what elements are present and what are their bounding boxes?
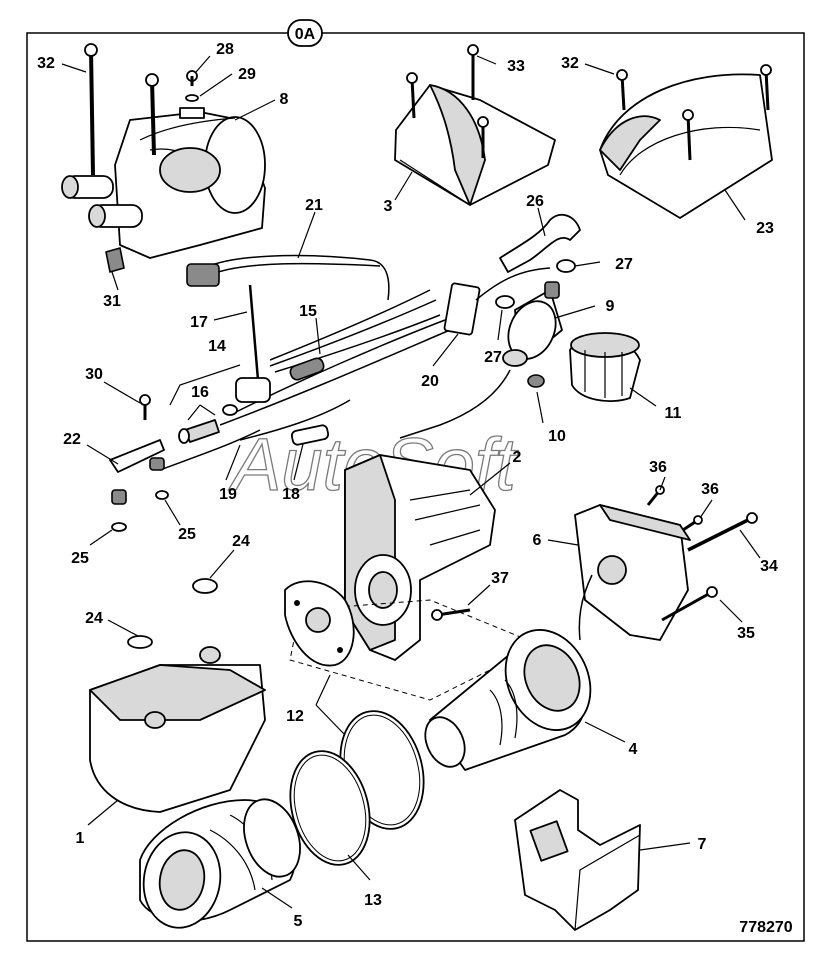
part-5-burner-insert xyxy=(139,798,301,929)
callout-29: 29 xyxy=(238,66,256,83)
callout-34: 34 xyxy=(760,558,778,575)
callout-18: 18 xyxy=(282,486,300,503)
diagram-frame xyxy=(26,32,805,942)
callout-12: 12 xyxy=(286,708,304,725)
callout-24-left: 24 xyxy=(85,610,103,627)
callout-17: 17 xyxy=(190,314,208,331)
group-badge: 0A xyxy=(287,19,323,47)
callout-11: 11 xyxy=(665,405,682,422)
callout-25-left: 25 xyxy=(71,550,89,567)
callout-33: 33 xyxy=(507,58,525,75)
callout-13: 13 xyxy=(364,892,382,909)
callout-19: 19 xyxy=(219,486,237,503)
callout-21: 21 xyxy=(305,197,323,214)
callout-27-mid: 27 xyxy=(484,349,502,366)
callout-28: 28 xyxy=(216,41,234,58)
callout-24-top: 24 xyxy=(232,533,250,550)
callout-23: 23 xyxy=(756,220,774,237)
callout-1: 1 xyxy=(76,830,85,847)
part-2-burner-block xyxy=(289,454,542,701)
part-1-heat-exchanger xyxy=(89,578,266,813)
callout-36-right: 36 xyxy=(701,481,719,498)
callout-36-left: 36 xyxy=(649,459,667,476)
leader-lines xyxy=(61,55,761,909)
callout-6: 6 xyxy=(533,532,542,549)
callout-15: 15 xyxy=(299,303,317,320)
callout-4: 4 xyxy=(629,741,638,758)
part-4-combustion-tube xyxy=(424,629,592,771)
callout-9: 9 xyxy=(606,298,615,315)
part-27-ring-a xyxy=(495,295,515,309)
part-37-screw xyxy=(431,608,471,621)
fastener-group-right xyxy=(646,485,758,622)
part-12-gasket-plate xyxy=(284,580,355,667)
part-10-grommet xyxy=(527,374,545,388)
callout-14: 14 xyxy=(208,338,226,355)
fastener-group-top-left xyxy=(84,43,199,176)
part-11-filter-basket xyxy=(569,332,641,402)
callout-16: 16 xyxy=(191,384,209,401)
figure-number: 778270 xyxy=(739,919,792,936)
callout-3: 3 xyxy=(384,198,393,215)
callout-35: 35 xyxy=(737,625,755,642)
part-6-control-unit xyxy=(574,504,691,641)
callout-26: 26 xyxy=(526,193,544,210)
callout-32-right: 32 xyxy=(561,55,579,72)
callout-30: 30 xyxy=(85,366,103,383)
part-30-screw xyxy=(139,394,151,420)
probe-group xyxy=(109,284,351,473)
callout-25-right: 25 xyxy=(178,526,196,543)
part-7-cover-plate xyxy=(514,789,641,931)
part-27-ring-b xyxy=(556,259,576,273)
part-3-cover xyxy=(394,44,556,206)
part-13-seal-ring xyxy=(289,750,371,866)
callout-22: 22 xyxy=(63,431,81,448)
callout-7: 7 xyxy=(698,836,707,853)
wiring-harness xyxy=(186,213,581,426)
callout-2: 2 xyxy=(513,449,522,466)
callout-32-left: 32 xyxy=(37,55,55,72)
part-9-fuel-pump xyxy=(399,281,563,439)
callout-8: 8 xyxy=(280,91,289,108)
callout-5: 5 xyxy=(294,913,303,930)
callout-37: 37 xyxy=(491,570,509,587)
callout-labels: 32 28 29 8 33 32 3 23 21 26 27 9 31 17 1… xyxy=(37,41,793,936)
callout-10: 10 xyxy=(548,428,566,445)
part-23-hood xyxy=(599,64,773,219)
group-label: 0A xyxy=(295,26,316,43)
part-31-clip xyxy=(105,247,125,273)
callout-20: 20 xyxy=(421,373,439,390)
callout-31: 31 xyxy=(103,293,121,310)
callout-27-right: 27 xyxy=(615,256,633,273)
part-25-nipples xyxy=(111,489,169,532)
